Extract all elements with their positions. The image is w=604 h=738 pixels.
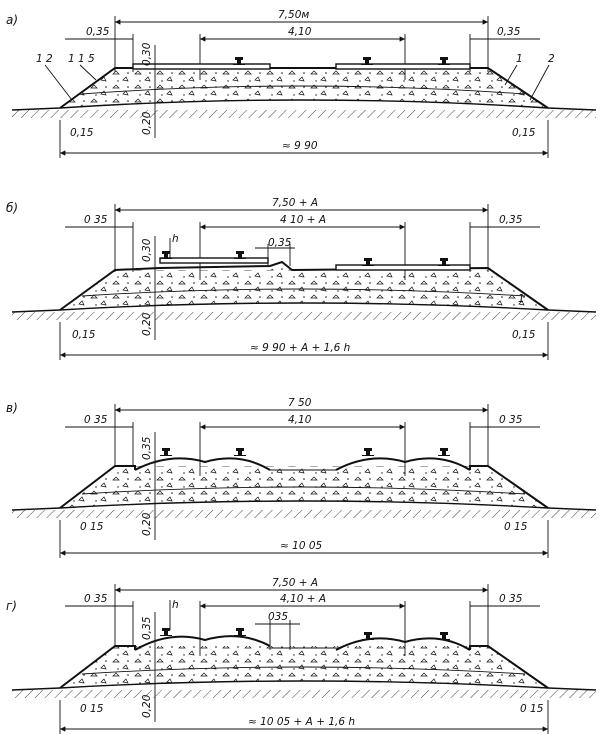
- panel-d-depth-upper: 0,35: [141, 616, 153, 640]
- panel-d-left-toe: 0 15: [80, 703, 104, 715]
- panel-a-base-total: ≈ 9 90: [282, 140, 318, 152]
- panel-d-inner-dim: 4,10 + A: [280, 593, 326, 605]
- rail-icon: [234, 251, 246, 259]
- panel-a-right-shoulder: 0,35: [497, 26, 521, 38]
- panel-d-base-total: ≈ 10 05 + A + 1,6 h: [248, 716, 355, 728]
- panel-a: а) 7,50м 4,10 0,35 0,35 0,30: [6, 9, 597, 158]
- panel-c-left-toe: 0 15: [80, 521, 104, 533]
- rail-icon: [160, 628, 172, 636]
- panel-a-top-total: 7,50м: [278, 9, 309, 21]
- panel-d-left-shoulder: 0 35: [84, 593, 108, 605]
- panel-b-h: h: [172, 233, 179, 245]
- rail-icon: [438, 632, 450, 640]
- panel-d-depth-lower: 0,20: [141, 694, 153, 718]
- rail-icon: [362, 448, 374, 456]
- panel-c-right-shoulder: 0 35: [499, 414, 523, 426]
- panel-a-depth-upper: 0,30: [141, 42, 153, 66]
- panel-d-mid-gap: 035: [268, 611, 288, 623]
- rail-icon: [160, 448, 172, 456]
- panel-d: г) 7,50 + A 4,10 + A 0 35 0 35 035: [6, 577, 597, 734]
- panel-b-depth-upper: 0,30: [141, 238, 153, 262]
- rail-icon: [361, 57, 373, 65]
- rail-icon: [438, 258, 450, 266]
- panel-a-slope-outer: 1 2: [36, 53, 53, 65]
- panel-a-left-toe: 0,15: [70, 127, 94, 139]
- panel-b-right-shoulder: 0,35: [499, 214, 523, 226]
- panel-b-inner-dim: 4 10 + A: [280, 214, 326, 226]
- panel-a-slope-inner: 1 1 5: [68, 53, 95, 65]
- panel-a-layer-1: 1: [516, 53, 523, 65]
- rail-icon: [233, 57, 245, 65]
- panel-b-label: б): [6, 201, 18, 215]
- panel-a-right-toe: 0,15: [512, 127, 536, 139]
- panel-c-depth-lower: 0,20: [141, 512, 153, 536]
- rail-icon: [160, 251, 172, 259]
- panel-b-layer-1: 1: [518, 293, 525, 305]
- rail-icon: [362, 258, 374, 266]
- panel-d-right-shoulder: 0 35: [499, 593, 523, 605]
- panel-a-label: а): [6, 13, 18, 27]
- panel-b-depth-lower: 0,20: [141, 312, 153, 336]
- panel-c-top-total: 7 50: [288, 397, 312, 409]
- rail-icon: [438, 57, 450, 65]
- panel-c-depth-upper: 0,35: [141, 436, 153, 460]
- panel-c-right-toe: 0 15: [504, 521, 528, 533]
- panel-b-left-toe: 0,15: [72, 329, 96, 341]
- panel-b-left-shoulder: 0 35: [84, 214, 108, 226]
- panel-b-right-toe: 0,15: [512, 329, 536, 341]
- panel-a-layer-2: 2: [548, 53, 555, 65]
- panel-c: в) 7 50 4,10 0 35 0 35 0,35 0,20: [6, 397, 597, 558]
- panel-d-right-toe: 0 15: [520, 703, 544, 715]
- panel-c-inner-dim: 4,10: [288, 414, 312, 426]
- rail-icon: [438, 448, 450, 456]
- panel-c-label: в): [6, 401, 18, 415]
- panel-d-label: г): [6, 599, 17, 613]
- rail-icon: [362, 632, 374, 640]
- panel-b-mid-gap: 0,35: [268, 237, 292, 249]
- panel-a-inner-dim: 4,10: [288, 26, 312, 38]
- panel-a-left-shoulder: 0,35: [86, 26, 110, 38]
- panel-d-h: h: [172, 599, 179, 611]
- panel-b-base-total: ≈ 9 90 + A + 1,6 h: [250, 342, 350, 354]
- panel-b: б) 7,50 + A 4 10 + A 0 35 0,35 0,35 h: [6, 197, 597, 360]
- panel-c-left-shoulder: 0 35: [84, 414, 108, 426]
- panel-d-top-total: 7,50 + A: [272, 577, 318, 589]
- panel-c-base-total: ≈ 10 05: [280, 540, 323, 552]
- panel-a-depth-lower: 0,20: [141, 111, 153, 135]
- rail-icon: [234, 628, 246, 636]
- rail-icon: [234, 448, 246, 456]
- panel-b-top-total: 7,50 + A: [272, 197, 318, 209]
